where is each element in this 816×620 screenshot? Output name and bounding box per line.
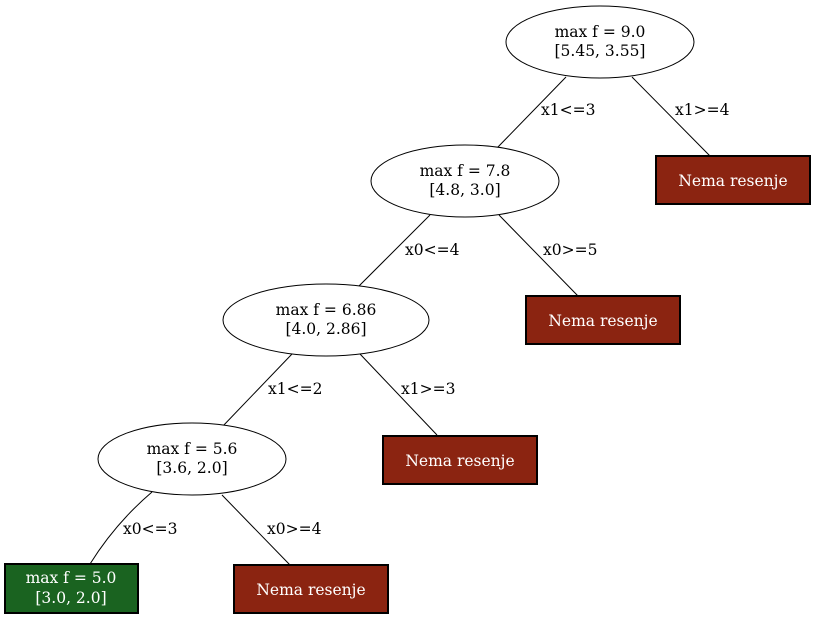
node-n3-bound: max f = 5.6 [147,440,238,458]
leaf-1-label: Nema resenje [678,172,787,190]
leaf-2-label: Nema resenje [548,312,657,330]
node-n2: max f = 6.86 [4.0, 2.86] [222,283,430,357]
edge-n2-n3 [221,353,293,428]
node-n2-point: [4.0, 2.86] [285,320,366,338]
solution-point: [3.0, 2.0] [35,589,106,607]
edge-labels: x1<=3 x1>=4 x0<=4 x0>=5 x1<=2 x1>=3 x0<=… [123,101,730,538]
solution-bound: max f = 5.0 [26,569,117,587]
edge-label-n2-n3: x1<=2 [268,380,322,398]
edge-n3-solution [89,491,153,565]
leaf-no-solution-2: Nema resenje [525,295,681,345]
leaf-no-solution-3: Nema resenje [382,435,538,485]
edge-n3-leaf4 [221,494,291,566]
node-n2-bound: max f = 6.86 [276,301,377,319]
node-root-bound: max f = 9.0 [555,23,646,41]
leaf-4-label: Nema resenje [256,581,365,599]
edge-label-n1-leaf2: x0>=5 [543,241,597,259]
node-n3: max f = 5.6 [3.6, 2.0] [97,422,287,496]
node-n3-point: [3.6, 2.0] [156,459,227,477]
edge-label-n2-leaf3: x1>=3 [401,380,455,398]
node-n1: max f = 7.8 [4.8, 3.0] [370,144,560,218]
node-n1-bound: max f = 7.8 [420,162,511,180]
node-n1-point: [4.8, 3.0] [429,181,500,199]
edge-label-root-n1: x1<=3 [541,101,595,119]
edge-n1-leaf2 [498,214,579,297]
leaf-no-solution-1: Nema resenje [655,155,811,205]
edge-label-n3-solution: x0<=3 [123,520,177,538]
edge-root-leaf1 [631,76,711,157]
edge-n2-leaf3 [359,353,438,436]
edge-label-n1-n2: x0<=4 [405,241,460,259]
leaf-solution: max f = 5.0 [3.0, 2.0] [4,563,139,614]
edge-label-n3-leaf4: x0>=4 [267,520,322,538]
node-root: max f = 9.0 [5.45, 3.55] [505,5,695,79]
edge-n1-n2 [357,214,431,288]
node-root-point: [5.45, 3.55] [555,42,646,60]
edge-root-n1 [496,76,567,149]
edges [89,76,711,566]
leaf-3-label: Nema resenje [405,452,514,470]
edge-label-root-leaf1: x1>=4 [675,101,730,119]
leaf-no-solution-4: Nema resenje [233,564,389,614]
